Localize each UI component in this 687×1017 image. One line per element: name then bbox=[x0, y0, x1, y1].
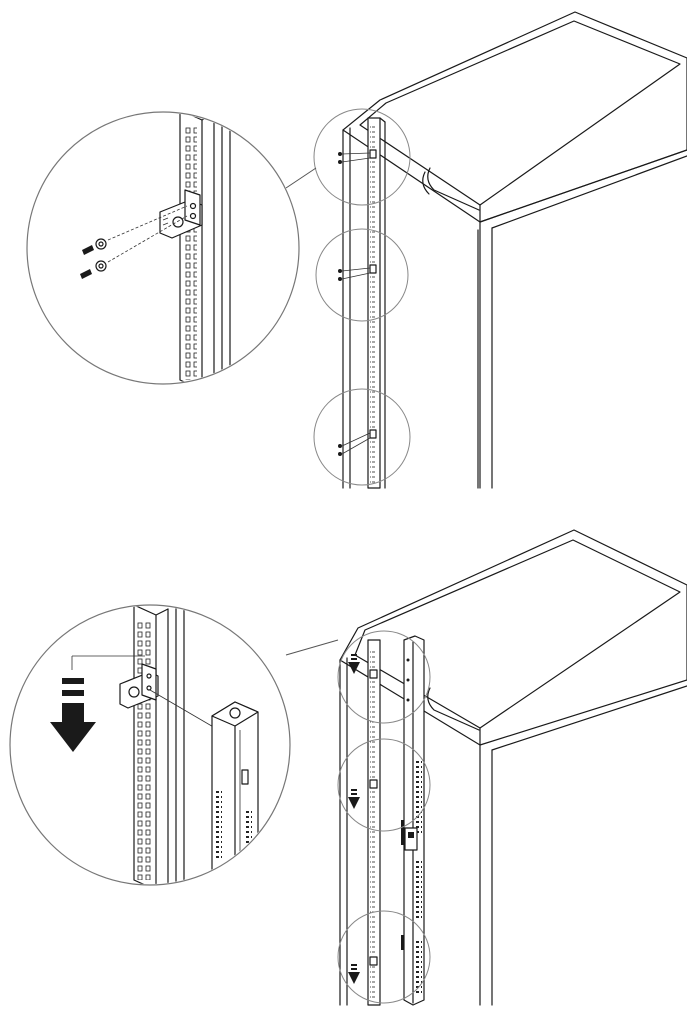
down-arrow-icon bbox=[348, 654, 360, 674]
mounting-rail bbox=[367, 117, 386, 489]
step-1-bracket-attach bbox=[26, 11, 687, 489]
down-arrow-icon bbox=[348, 789, 360, 809]
screws bbox=[80, 205, 188, 279]
callout-line bbox=[285, 639, 339, 656]
mounting-rail bbox=[367, 639, 381, 1006]
mounting-bracket bbox=[119, 663, 159, 709]
magnified-detail-bracket bbox=[26, 111, 300, 385]
detail-circle-middle bbox=[315, 228, 409, 322]
callout-line bbox=[285, 167, 317, 189]
screw-icon bbox=[82, 238, 107, 255]
mini-down-arrows bbox=[348, 654, 378, 984]
step-2-hang-pdu bbox=[9, 529, 687, 1006]
screw-icon bbox=[80, 260, 107, 279]
detail-circle-bottom bbox=[337, 910, 431, 1004]
down-arrow-icon bbox=[50, 678, 96, 752]
mini-bracket-group bbox=[338, 149, 377, 456]
pdu-display bbox=[404, 827, 418, 851]
cabinet-top bbox=[342, 11, 687, 489]
detail-circle-top bbox=[313, 108, 411, 206]
detail-circle-top bbox=[337, 630, 431, 724]
detail-circle-bottom bbox=[313, 388, 411, 486]
mounting-bracket bbox=[159, 189, 203, 239]
down-arrow-icon bbox=[348, 964, 360, 984]
pdu-unit-detail bbox=[211, 701, 259, 884]
magnified-detail-hang bbox=[9, 604, 291, 886]
cabinet-bottom bbox=[339, 529, 687, 1006]
detail-circle-middle bbox=[337, 738, 431, 832]
